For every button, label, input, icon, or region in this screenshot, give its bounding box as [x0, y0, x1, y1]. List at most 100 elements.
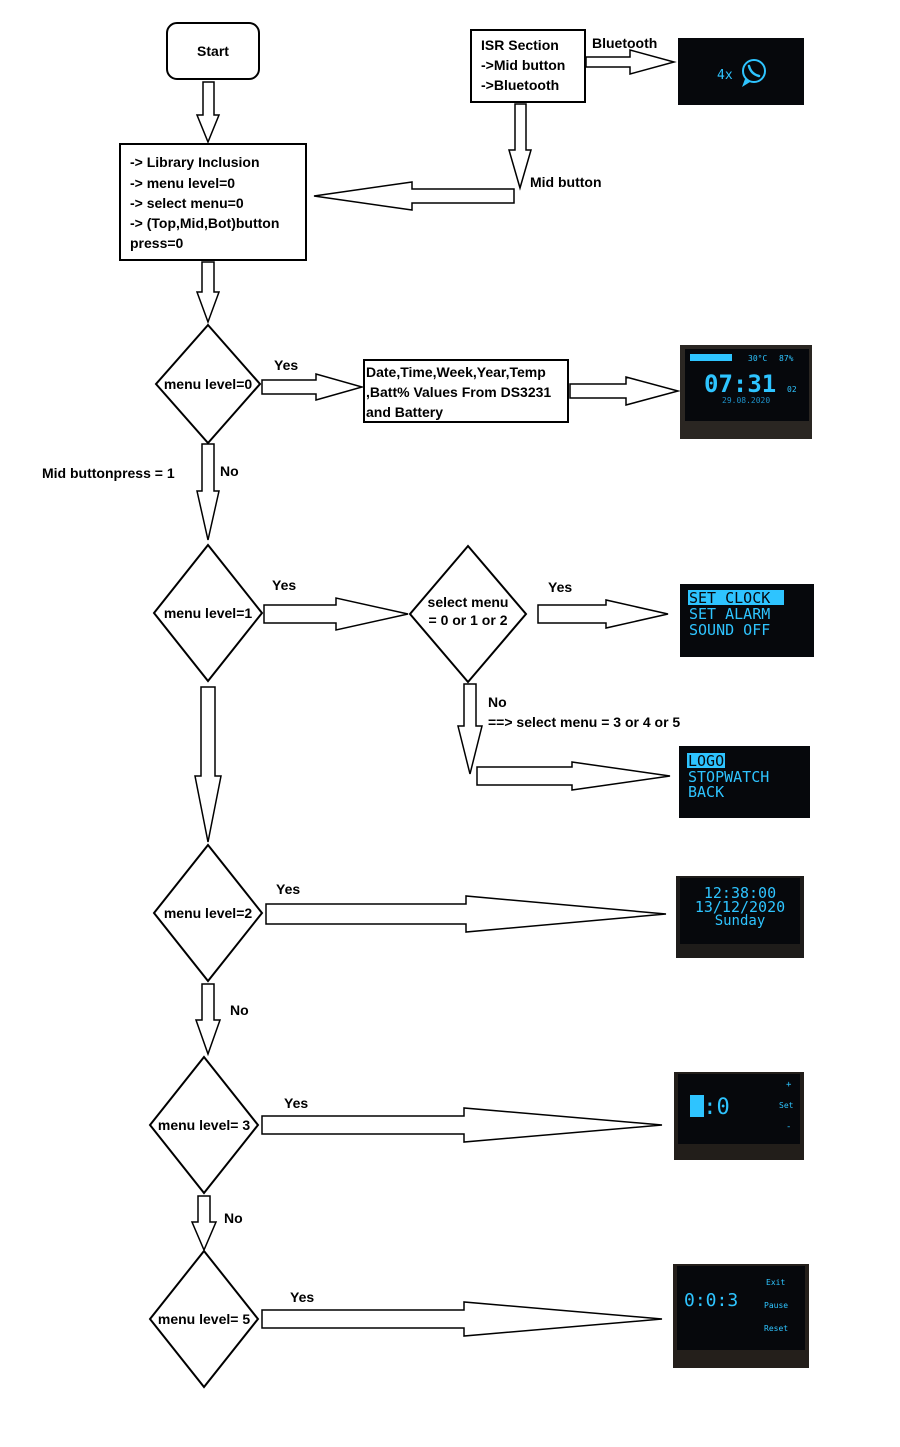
init-line-5: press=0: [130, 235, 184, 251]
menu5-yes-arrow: [261, 1301, 663, 1337]
setclock-time: 12:38:00: [704, 884, 776, 902]
menu-a-item-3: SOUND OFF: [689, 621, 770, 639]
init-box: [119, 143, 307, 261]
setclock-screen-bg: [680, 878, 800, 944]
decision-menu1-label: menu level=1: [164, 605, 253, 621]
decision-select-line-1: select menu: [428, 594, 509, 610]
start-label: Start: [197, 43, 229, 59]
init-line-1: -> Library Inclusion: [130, 154, 260, 170]
menu0-no-arrow: [196, 443, 220, 541]
decision-menu0-label: menu level=0: [164, 376, 253, 392]
menu1-yes-arrow: [263, 597, 409, 631]
menu-b-highlight: [687, 753, 725, 768]
alarm-plus: +: [786, 1080, 792, 1090]
decision-menu2-label: menu level=2: [164, 905, 253, 921]
select-no-right-arrow: [476, 761, 671, 791]
isr-line-2: ->Mid button: [481, 57, 565, 73]
values-to-clock-arrow: [569, 376, 681, 406]
menu3-yes-arrow: [261, 1107, 663, 1143]
clock-screen: 30°C 87% 07:31 02 29.08.2020: [680, 345, 812, 439]
values-box: [363, 359, 569, 423]
menu2-yes-label: Yes: [276, 881, 300, 897]
stopwatch-screen: 0:0:3 Exit Pause Reset: [673, 1264, 809, 1368]
decision-menu5: [148, 1249, 260, 1389]
decision-menu2: [152, 843, 264, 983]
isr-down-arrow: [508, 103, 532, 191]
init-to-menu0-arrow: [195, 261, 221, 325]
menu1-to-menu2-arrow: [194, 686, 222, 843]
menu0-yes-label: Yes: [274, 357, 298, 373]
init-line-2: -> menu level=0: [130, 175, 235, 191]
clock-batt: 87%: [779, 354, 794, 363]
stopwatch-exit: Exit: [766, 1278, 785, 1287]
stopwatch-screen-bg: [677, 1266, 805, 1350]
decision-menu5-label: menu level= 5: [158, 1311, 250, 1327]
stopwatch-pause: Pause: [764, 1301, 788, 1310]
values-line-3: and Battery: [366, 404, 443, 420]
menu-b-item-1: LOGO: [688, 752, 724, 770]
select-no-label: No: [488, 694, 507, 710]
menu2-yes-arrow: [265, 895, 667, 933]
menu-a-item-1: SET CLOCK: [689, 589, 770, 607]
mid-to-init-arrow: [313, 181, 515, 211]
setclock-date: 13/12/2020: [695, 898, 785, 916]
clock-temp: 30°C: [748, 354, 767, 363]
mid-buttonpress-label: Mid buttonpress = 1: [42, 465, 175, 481]
menu-b-screen: LOGO STOPWATCH BACK: [679, 746, 810, 818]
isr-line-3: ->Bluetooth: [481, 77, 559, 93]
alarm-screen: 1:0 + Set -: [674, 1072, 804, 1160]
decision-menu1: [152, 543, 264, 683]
setclock-screen: 12:38:00 13/12/2020 Sunday: [676, 876, 804, 958]
stopwatch-value: 0:0:3: [684, 1290, 738, 1311]
init-line-3: -> select menu=0: [130, 195, 244, 211]
select-no-down-arrow: [457, 683, 483, 775]
whatsapp-icon: [742, 59, 766, 87]
start-terminal: [166, 22, 260, 80]
menu0-yes-arrow: [261, 373, 365, 401]
alarm-cursor: [690, 1095, 704, 1117]
decision-menu0: [154, 323, 262, 445]
values-line-2: ,Batt% Values From DS3231: [366, 384, 551, 400]
alarm-set: Set: [779, 1101, 794, 1110]
select-yes-arrow: [537, 599, 669, 629]
menu2-no-label: No: [230, 1002, 249, 1018]
isr-box: [470, 29, 586, 103]
values-line-1: Date,Time,Week,Year,Temp: [366, 364, 546, 380]
select-no-text: ==> select menu = 3 or 4 or 5: [488, 714, 680, 730]
decision-menu3: [148, 1055, 260, 1195]
decision-menu3-label: menu level= 3: [158, 1117, 250, 1133]
menu1-yes-label: Yes: [272, 577, 296, 593]
decision-select: [408, 544, 528, 684]
clock-week-bar-icon: [690, 354, 732, 361]
clock-date: 29.08.2020: [722, 396, 770, 405]
setclock-day: Sunday: [715, 913, 766, 929]
isr-line-1: ISR Section: [481, 37, 559, 53]
whatsapp-count: 4x: [717, 68, 733, 83]
alarm-value: 1:0: [690, 1095, 730, 1120]
clock-time: 07:31: [704, 370, 776, 398]
menu5-yes-label: Yes: [290, 1289, 314, 1305]
start-to-init-arrow: [195, 81, 221, 144]
isr-to-whatsapp-arrow: [585, 49, 677, 75]
menu3-no-label: No: [224, 1210, 243, 1226]
menu-b-item-2: STOPWATCH: [688, 768, 769, 786]
menu3-yes-label: Yes: [284, 1095, 308, 1111]
menu0-no-label: No: [220, 463, 239, 479]
menu2-no-arrow: [194, 983, 222, 1057]
select-yes-label: Yes: [548, 579, 572, 595]
menu3-no-arrow: [190, 1195, 218, 1252]
clock-seconds: 02: [787, 385, 797, 394]
menu-a-screen: SET CLOCK SET ALARM SOUND OFF: [680, 584, 814, 657]
mid-button-label: Mid button: [530, 174, 602, 190]
whatsapp-screen-bg: [678, 38, 804, 105]
menu-b-item-3: BACK: [688, 783, 724, 801]
alarm-minus: -: [786, 1122, 791, 1132]
whatsapp-screen: 4x: [678, 38, 804, 105]
init-line-4: -> (Top,Mid,Bot)button: [130, 215, 279, 231]
decision-select-line-2: = 0 or 1 or 2: [429, 612, 508, 628]
stopwatch-reset: Reset: [764, 1324, 788, 1333]
menu-a-item-2: SET ALARM: [689, 605, 770, 623]
bluetooth-label: Bluetooth: [592, 35, 657, 51]
menu-a-highlight: [688, 590, 784, 605]
